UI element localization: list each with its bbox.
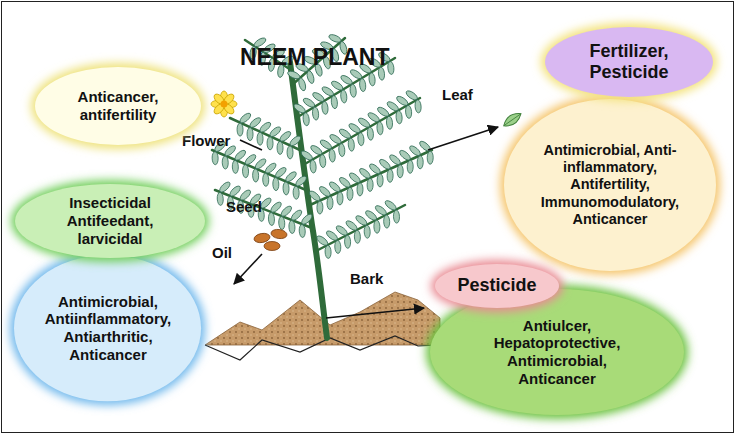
leaf-medical-ellipse: Antimicrobial, Anti-inflammatory, Antife…	[499, 94, 721, 276]
oil-medical-ellipse: Antimicrobial, Antiinflammatory, Antiart…	[9, 250, 206, 406]
oil-agro-ellipse: Insecticidal Antifeedant, larvicidal	[10, 179, 210, 263]
part-label: Bark	[350, 270, 383, 287]
bark-agro-ellipse: Pesticide	[430, 259, 564, 313]
part-label: Seed	[226, 198, 262, 215]
flower-use-ellipse: Anticancer, antifertility	[30, 62, 206, 150]
part-label: Flower	[182, 132, 230, 149]
node-text: Antimicrobial, Antiinflammatory, Antiart…	[33, 293, 183, 364]
part-label: Leaf	[442, 86, 473, 103]
node-text: Pesticide	[457, 275, 536, 296]
leaf-icon	[501, 110, 523, 129]
seed-icon	[253, 228, 287, 250]
flower-icon	[211, 91, 237, 117]
node-text: Anticancer, antifertility	[56, 88, 181, 123]
node-text: Antimicrobial, Anti-inflammatory, Antife…	[530, 142, 690, 228]
oil-arrow	[234, 254, 262, 284]
node-text: Antiulcer, Hepatoprotective, Antimicrobi…	[480, 317, 635, 388]
node-text: Insecticidal Antifeedant, larvicidal	[51, 194, 169, 247]
leaf-arrow	[428, 127, 498, 150]
flower-leader	[240, 140, 262, 150]
part-label: Oil	[212, 244, 232, 261]
node-text: Fertilizer, Pesticide	[572, 41, 687, 83]
bark-arrow	[326, 308, 424, 318]
diagram-title: NEEM PLANT	[240, 44, 390, 71]
leaf-agro-ellipse: Fertilizer, Pesticide	[540, 22, 718, 102]
